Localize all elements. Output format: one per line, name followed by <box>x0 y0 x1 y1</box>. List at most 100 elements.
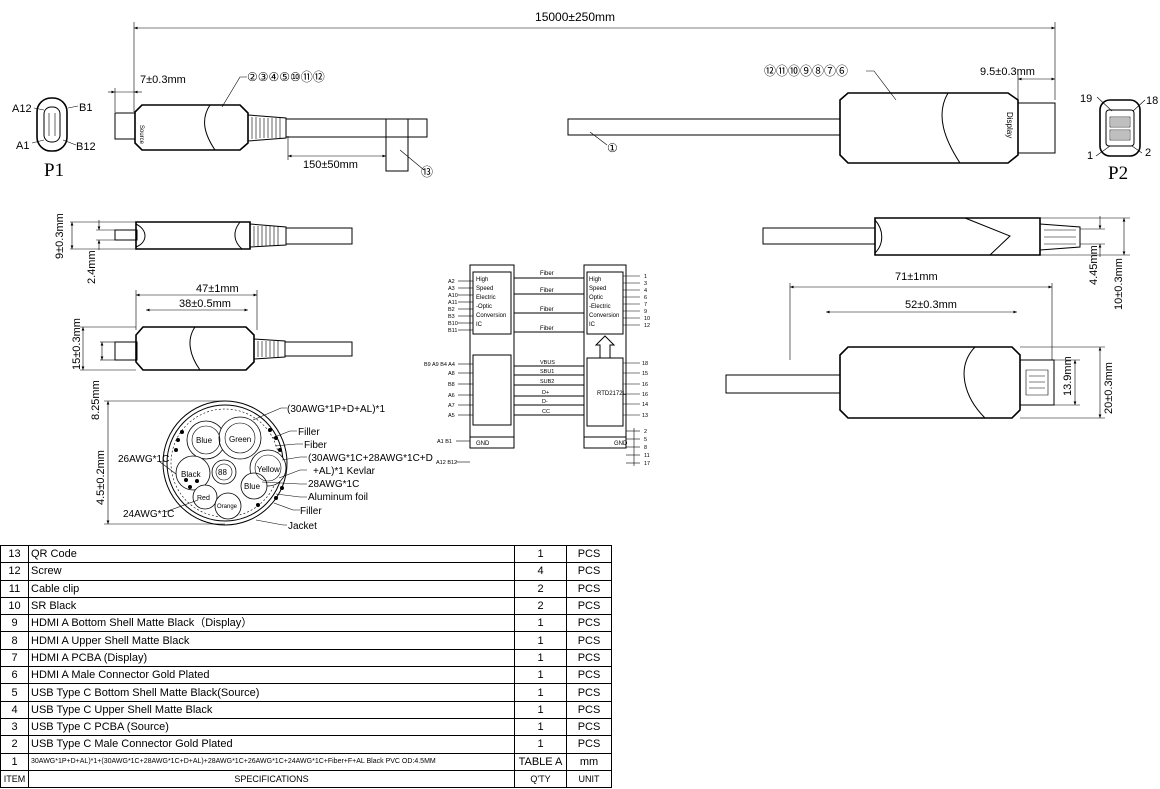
rpin-17: 17 <box>644 461 650 467</box>
schematic-left-pin-lines <box>456 280 473 463</box>
bom-cell-spec: USB Type C PCBA (Source) <box>28 717 515 737</box>
bom-cell-spec: USB Type C Male Connector Gold Plated <box>28 735 515 754</box>
cs-label-24awg: 24AWG*1C <box>123 509 174 520</box>
overall-length-label: 15000±250mm <box>535 10 615 24</box>
lpin-b11: B11 <box>448 328 457 334</box>
lpin-gnd-2: A12 B12 <box>436 460 457 466</box>
lpin-b10: B10 <box>448 321 458 327</box>
bom-cell-unit: mm <box>566 752 612 771</box>
p2-bottom-view: 71±1mm 52±0.3mm 13.9mm 20±0.3mm <box>725 271 1115 419</box>
bom-cell-qty: 1 <box>514 544 567 564</box>
bom-cell-unit: PCS <box>566 683 612 702</box>
wire-blue-1: Blue <box>196 436 213 445</box>
bom-cell-item: 2 <box>0 735 29 754</box>
bom-cell-spec: QR Code <box>28 544 515 564</box>
bom-header-row: ITEM SPECIFICATIONS Q'TY UNIT <box>0 769 612 788</box>
bom-cell-qty: TABLE A <box>514 752 567 771</box>
p2-pin-19: 19 <box>1080 93 1092 105</box>
bom-cell-item: 12 <box>0 562 29 581</box>
schematic-right-pin-lines <box>623 275 640 466</box>
p1-body-text: Source <box>138 125 144 145</box>
qr-callout: ⑬ <box>421 165 433 179</box>
sig-vbus: VBUS <box>540 360 555 366</box>
bom-cell-unit: PCS <box>566 614 612 633</box>
bom-cell-qty: 4 <box>514 562 567 581</box>
rpin-11: 11 <box>644 453 650 459</box>
lpin-b8: B8 <box>448 382 455 388</box>
cable-od-dim: 4.5±0.2mm <box>95 450 107 505</box>
p2-label: P2 <box>1108 163 1128 184</box>
left-ic-line-6: IC <box>476 322 483 328</box>
cs-label-jacket: Jacket <box>288 521 317 532</box>
bom-cell-unit: PCS <box>566 544 612 564</box>
p2-pin-1: 1 <box>1087 150 1093 162</box>
bom-cell-unit: PCS <box>566 631 612 650</box>
p1-tip-width-dim: 8.25mm <box>90 380 102 420</box>
lpin-a10: A10 <box>448 293 458 299</box>
bom-cell-qty: 1 <box>514 648 567 668</box>
bom-cell-unit: PCS <box>566 717 612 737</box>
bom-cell-unit: PCS <box>566 562 612 581</box>
bom-cell-item: 10 <box>0 596 29 616</box>
bom-cell-qty: 1 <box>514 735 567 754</box>
bom-cell-qty: 1 <box>514 700 567 719</box>
bom-cell-item: 11 <box>0 579 29 598</box>
left-ic-line-5: Conversion <box>476 313 506 319</box>
bom-header-spec: SPECIFICATIONS <box>28 769 515 788</box>
p1-top-view: 7±0.3mm Source 150±50mm ⑬ ②③④⑤⑩⑪⑫ <box>108 70 433 179</box>
wire-center: 88 <box>218 468 227 477</box>
bom-cell-item: 7 <box>0 648 29 668</box>
bom-cell-item: 4 <box>0 700 29 719</box>
p1-parts-callout: ②③④⑤⑩⑪⑫ <box>247 70 325 84</box>
rpin-12: 12 <box>644 323 650 329</box>
bom-cell-item: 3 <box>0 717 29 737</box>
p1-side-view: 9±0.3mm 2.4mm <box>54 213 353 284</box>
rpin-5: 5 <box>644 437 647 443</box>
lpin-vbus: B9 A9 B4 A4 <box>424 362 455 368</box>
p2-tip-dim: 9.5±0.3mm <box>980 66 1035 78</box>
lpin-a2: A2 <box>448 279 455 285</box>
bom-cell-unit: PCS <box>566 735 612 754</box>
p1-len-inner-dim: 38±0.5mm <box>179 298 231 310</box>
p1-bottom-view: 47±1mm 38±0.5mm 15±0.3mm 8.25mm <box>71 283 353 420</box>
rpin-18: 18 <box>642 361 648 367</box>
cs-label-group-2: +AL)*1 Kevlar <box>313 466 376 477</box>
wire-yellow: Yellow <box>257 465 280 474</box>
p2-side-height-dim: 10±0.3mm <box>1113 258 1125 310</box>
p2-len-outer-dim: 71±1mm <box>895 271 938 283</box>
bom-cell-spec: HDMI A PCBA (Display) <box>28 648 515 668</box>
cable-assembly-drawing: 15000±250mm A12 B1 A1 B12 P1 7±0.3mm Sou… <box>12 10 1158 532</box>
left-ic-line-2: Speed <box>476 286 493 292</box>
p2-pin-2: 2 <box>1145 147 1151 159</box>
bom-cell-spec: 30AWG*1P+D+AL)*1+(30AWG*1C+28AWG*1C+D+AL… <box>28 752 515 771</box>
bom-cell-spec: Screw <box>28 562 515 581</box>
bom-cell-qty: 1 <box>514 717 567 737</box>
right-gnd: GND <box>614 441 628 447</box>
bom-cell-item: 13 <box>0 544 29 564</box>
p1-label: P1 <box>44 160 64 181</box>
p1-face-view: A12 B1 A1 B12 P1 <box>12 97 96 181</box>
bom-cell-qty: 1 <box>514 631 567 650</box>
rpin-6: 6 <box>644 295 647 301</box>
cable-segment: ① <box>567 118 841 155</box>
lpin-a7: A7 <box>448 403 455 409</box>
right-ic-line-2: Speed <box>589 286 606 292</box>
lpin-gnd-1: A1 B1 <box>437 439 452 445</box>
bom-cell-spec: Cable clip <box>28 579 515 598</box>
p1-pin-b1: B1 <box>79 102 92 114</box>
bom-cell-qty: 2 <box>514 579 567 598</box>
cs-label-28awg: 28AWG*1C <box>308 479 359 490</box>
lpin-a8: A8 <box>448 371 455 377</box>
bom-cell-unit: PCS <box>566 700 612 719</box>
fiber-label-4: Fiber <box>540 326 554 332</box>
wire-blue-2: Blue <box>244 482 261 491</box>
bom-cell-unit: PCS <box>566 648 612 668</box>
bom-cell-qty: 1 <box>514 666 567 685</box>
left-ic-line-4: -Optic <box>476 304 492 310</box>
